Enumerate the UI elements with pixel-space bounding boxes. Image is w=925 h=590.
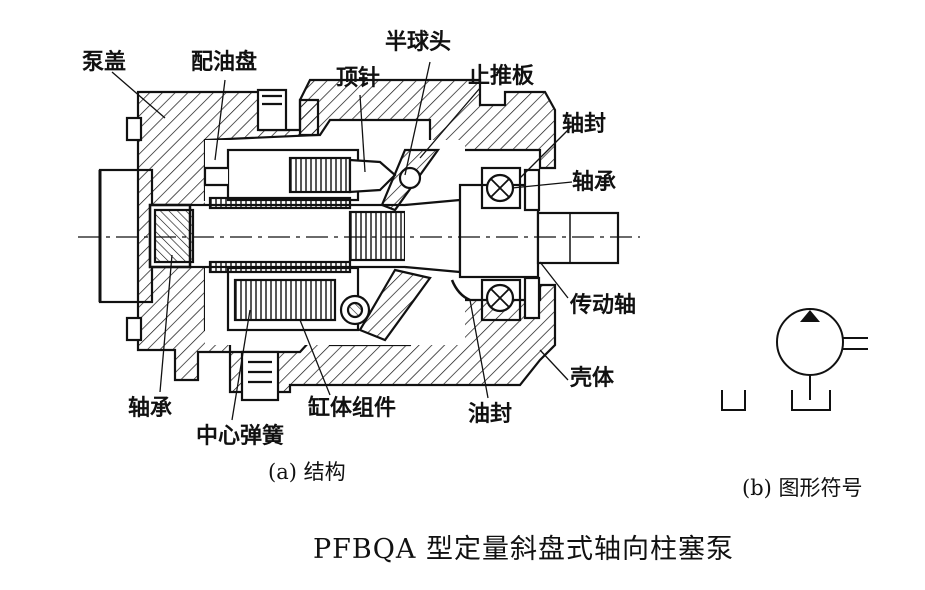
label-shaft-seal: 轴封 bbox=[562, 112, 607, 137]
label-pump-cover: 泵盖 bbox=[82, 50, 127, 75]
pump-structure bbox=[78, 61, 640, 421]
label-ejector-pin: 顶针 bbox=[336, 66, 381, 91]
label-port-plate: 配油盘 bbox=[191, 50, 258, 75]
pump-symbol bbox=[721, 308, 868, 411]
label-thrust-plate: 止推板 bbox=[468, 64, 535, 89]
label-center-spring: 中心弹簧 bbox=[196, 424, 285, 449]
label-half-ball: 半球头 bbox=[385, 30, 452, 55]
oil-seal-mark bbox=[450, 279, 471, 302]
label-bearing-left: 轴承 bbox=[128, 396, 173, 421]
label-cylinder-assembly: 缸体组件 bbox=[308, 396, 397, 421]
figure-title: PFBQA 型定量斜盘式轴向柱塞泵 bbox=[313, 534, 734, 565]
label-oil-seal: 油封 bbox=[468, 402, 513, 427]
caption-symbol: (b) 图形符号 bbox=[742, 476, 863, 500]
housing bbox=[298, 78, 557, 170]
label-bearing-right: 轴承 bbox=[572, 170, 617, 195]
symbol-triangle bbox=[800, 310, 820, 322]
caption-structure: (a) 结构 bbox=[268, 460, 346, 484]
tank-right bbox=[791, 390, 831, 411]
leader-lines bbox=[111, 61, 573, 421]
ejector-pin bbox=[348, 158, 397, 194]
label-drive-shaft: 传动轴 bbox=[570, 293, 637, 318]
label-housing: 壳体 bbox=[570, 366, 615, 391]
tank-left bbox=[721, 390, 746, 411]
